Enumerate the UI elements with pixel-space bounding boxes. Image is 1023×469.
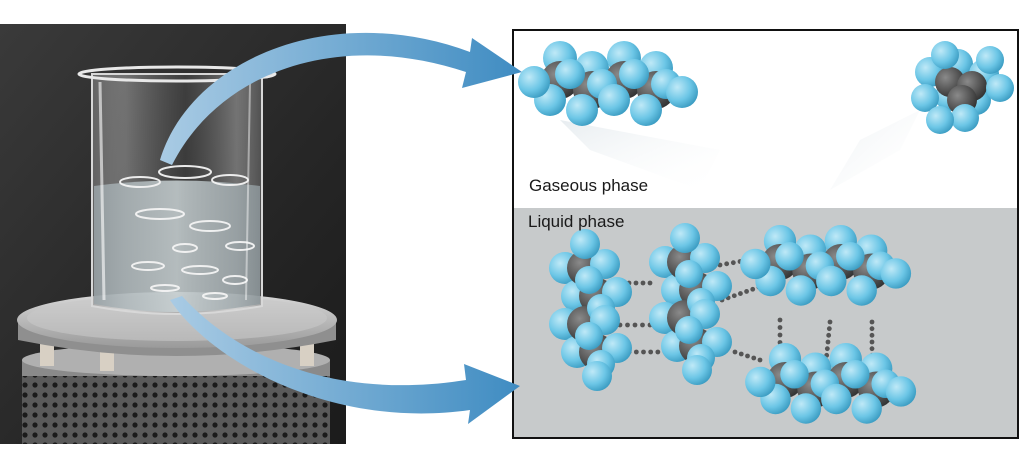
- hydrogen-atom: [851, 393, 882, 424]
- hydrogen-bond-dot: [641, 349, 646, 355]
- hydrogen-atom: [880, 258, 912, 289]
- hydrogen-atom: [575, 266, 603, 294]
- hydrogen-atom: [555, 59, 585, 89]
- hydrogen-bond-dot: [826, 332, 832, 338]
- hydrogen-atom: [582, 361, 612, 391]
- hydrogen-bond-dot: [824, 346, 830, 352]
- hydrogen-atom: [846, 275, 877, 306]
- hydrogen-atom: [670, 223, 700, 253]
- hydrogen-bond-dot: [655, 349, 661, 355]
- hydrogen-bond-dot: [869, 332, 875, 338]
- gas-phase-label: Gaseous phase: [529, 176, 649, 195]
- hydrogen-atom: [951, 104, 979, 132]
- hydrogen-bond-dot: [648, 349, 654, 355]
- liquid-phase-label: Liquid phase: [528, 212, 625, 231]
- hydrogen-atom: [841, 360, 870, 389]
- hydrogen-bond-dot: [738, 351, 744, 357]
- hydrogen-atom: [570, 229, 600, 259]
- hydrogen-bond-dot: [724, 261, 730, 267]
- hydrogen-atom: [836, 242, 865, 271]
- hydrogen-atom: [619, 59, 649, 89]
- hydrogen-atom: [911, 84, 939, 112]
- beaker-icon: [77, 65, 277, 315]
- hydrogen-bond-dot: [625, 322, 630, 328]
- hydrogen-atom: [675, 316, 703, 344]
- curved-arrow-icon: [160, 32, 522, 165]
- hydrogen-atom: [926, 106, 954, 134]
- butane-molecule-liquid-1: [549, 229, 632, 391]
- hydrogen-atom: [790, 393, 822, 424]
- butane-molecule-gas-2: [911, 41, 1014, 134]
- hydrogen-bond-dot: [640, 280, 646, 286]
- hydrogen-bond-dot: [869, 346, 875, 352]
- hydrogen-bond-dot: [777, 317, 783, 323]
- hydrogen-bond-dot: [869, 326, 875, 332]
- hydrogen-bond-dot: [633, 349, 639, 355]
- hydrogen-atom: [931, 41, 959, 69]
- hydrogen-bond-dot: [827, 319, 833, 325]
- hydrogen-atom: [630, 94, 662, 126]
- hydrogen-bond-dot: [731, 293, 737, 299]
- hydrogen-atom: [682, 355, 712, 385]
- hydrogen-bond-dot: [640, 322, 645, 328]
- hydrogen-bond-dot: [750, 286, 756, 292]
- hydrogen-atom: [740, 248, 771, 280]
- hydrogen-bond-dot: [751, 355, 757, 361]
- hydrogen-atom: [885, 376, 917, 407]
- hydrogen-bond-dot: [757, 357, 763, 363]
- hydrogen-atom: [986, 74, 1014, 102]
- hydrogen-atom: [821, 383, 852, 415]
- hydrogen-atom: [566, 94, 598, 126]
- hydrogen-bond-dot: [869, 319, 875, 325]
- hydrogen-bond-dot: [730, 260, 736, 266]
- hydrogen-atom: [785, 275, 817, 306]
- hydrogen-bond-dot: [647, 280, 653, 286]
- butane-molecule-gas-1: [518, 41, 698, 126]
- hydrogen-bond-dot: [732, 349, 738, 355]
- hydrogen-bond-dot: [777, 332, 783, 338]
- hydrogen-atom: [518, 66, 550, 98]
- hydrogen-bond-dot: [633, 280, 639, 286]
- hydrogen-bond-dot: [744, 289, 749, 294]
- curved-arrow-icon: [170, 296, 520, 424]
- butane-molecule-liquid-2: [649, 223, 732, 385]
- hydrogen-atom: [598, 84, 630, 116]
- hydrogen-atom: [575, 322, 603, 350]
- hydrogen-atom: [745, 366, 776, 398]
- hydrogen-bond-dot: [826, 326, 832, 332]
- hydrogen-bond-dot: [632, 322, 638, 328]
- butane-molecule-liquid-4: [745, 342, 917, 424]
- hydrogen-bond-dot: [777, 325, 783, 330]
- hydrogen-bond-dot: [745, 353, 750, 359]
- butane-molecule-liquid-3: [740, 224, 912, 306]
- hydrogen-atom: [780, 360, 809, 389]
- hydrogen-bond-dot: [869, 339, 875, 345]
- hydrogen-bond-dot: [825, 339, 831, 345]
- hydrogen-bond-dot: [738, 291, 743, 296]
- hydrogen-atom: [675, 260, 703, 288]
- hydrogen-atom: [976, 46, 1004, 74]
- hydrogen-atom: [666, 76, 698, 108]
- hydrogen-atom: [816, 265, 847, 297]
- hydrogen-atom: [775, 242, 804, 271]
